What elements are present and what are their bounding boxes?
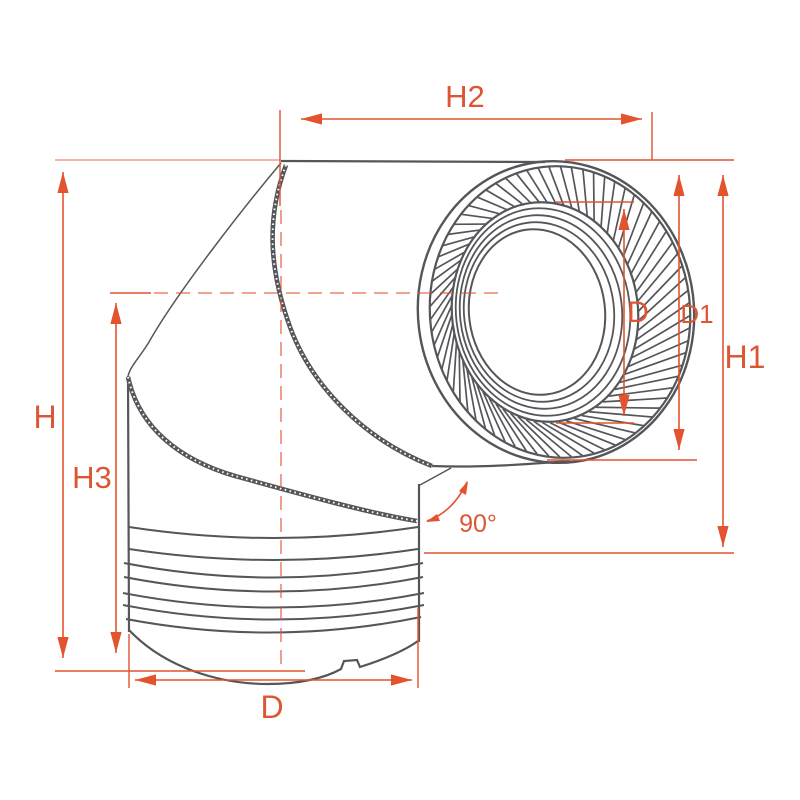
socket-bottom-edge [128,629,419,686]
elbow-outer-silhouette [127,162,282,377]
dimension-label-h: H [33,399,56,435]
dimension-label-h1: H1 [725,339,766,375]
face-rim-ellipse [428,165,692,459]
weld-seam-upper [270,164,433,469]
dimension-label-h2: H2 [445,79,485,114]
dimension-label-d-face: D [627,296,649,329]
end-face-rings [416,159,696,465]
centerlines [154,210,500,670]
socket-left-edge [126,375,131,633]
socket-beads [122,526,425,686]
weld-seam-lower [125,376,418,524]
extension-lines [55,110,734,688]
inner-pipe-ring [458,214,624,410]
insulation-fins [429,165,691,458]
dimension-label-d-bottom: D [260,689,283,725]
dimension-lines [62,118,724,681]
pipe-top-edge [280,159,546,164]
flue-bore-ellipse [467,228,607,396]
dimension-label-d1: D1 [680,299,713,329]
dimension-arrowheads [57,113,729,686]
outer-wall-ellipse [416,159,696,465]
inner-pipe-ring [462,221,616,403]
inner-pipe-ring [454,207,632,417]
angle-arrowhead [459,481,468,495]
elbow-crotch-edge [419,467,452,486]
angle-arrowhead [426,514,440,522]
angle-label: 90° [459,510,497,538]
dimension-label-h3: H3 [72,460,112,495]
